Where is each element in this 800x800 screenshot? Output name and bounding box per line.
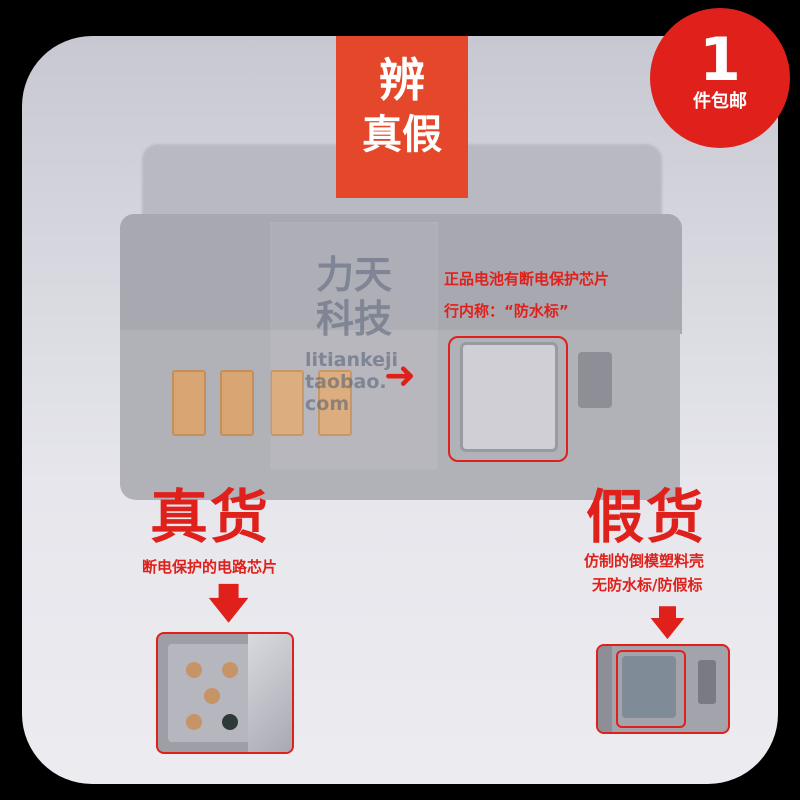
corner-badge-number: 1: [699, 25, 741, 95]
fake-caption-2: 无防水标/防假标: [592, 576, 703, 594]
watermark-cn-1: 力天: [315, 253, 392, 297]
fake-caption-1: 仿制的倒模塑料壳: [584, 552, 705, 570]
waterproof-label: [460, 342, 558, 452]
battery-notch: [578, 352, 612, 408]
top-badge: 辨 真假: [336, 36, 468, 198]
down-arrow-icon: 🡇: [208, 581, 250, 627]
genuine-caption: 断电保护的电路芯片: [142, 558, 278, 576]
battery-front: [120, 214, 682, 334]
contact-dot: [222, 662, 238, 678]
watermark-en-2: taobao.: [305, 371, 387, 393]
contact-pad: [270, 370, 304, 436]
contact-dot: [204, 688, 220, 704]
fake-label: [622, 656, 676, 718]
fake-label-highlight: [616, 650, 686, 728]
watermark: 力天 科技 litiankeji taobao. com: [270, 222, 438, 470]
fake-title: 假货: [586, 483, 707, 551]
contact-dot: [186, 662, 202, 678]
genuine-chip-inset: [156, 632, 294, 754]
right-arrow-icon: ➜: [384, 353, 416, 397]
watermark-en-3: com: [305, 393, 350, 415]
top-badge-line1: 辨: [379, 53, 425, 107]
watermark-en-1: litiankeji: [305, 349, 399, 371]
waterproof-label-highlight: [448, 336, 568, 462]
annotation-line2: 行内称：“防水标”: [444, 302, 569, 320]
top-badge-line2: 真假: [362, 112, 442, 158]
genuine-title: 真货: [150, 483, 271, 551]
corner-badge-text: 件包邮: [693, 91, 747, 112]
down-arrow-icon: 🡇: [650, 603, 685, 643]
contact-pad: [318, 370, 352, 436]
fake-shell-inset: [596, 644, 730, 734]
watermark-cn-2: 科技: [315, 297, 392, 341]
corner-badge: 1 件包邮: [650, 8, 790, 148]
contact-pad: [172, 370, 206, 436]
contact-pad: [220, 370, 254, 436]
contact-dot: [186, 714, 202, 730]
annotation-line1: 正品电池有断电保护芯片: [444, 270, 610, 288]
contact-dot: [222, 714, 238, 730]
